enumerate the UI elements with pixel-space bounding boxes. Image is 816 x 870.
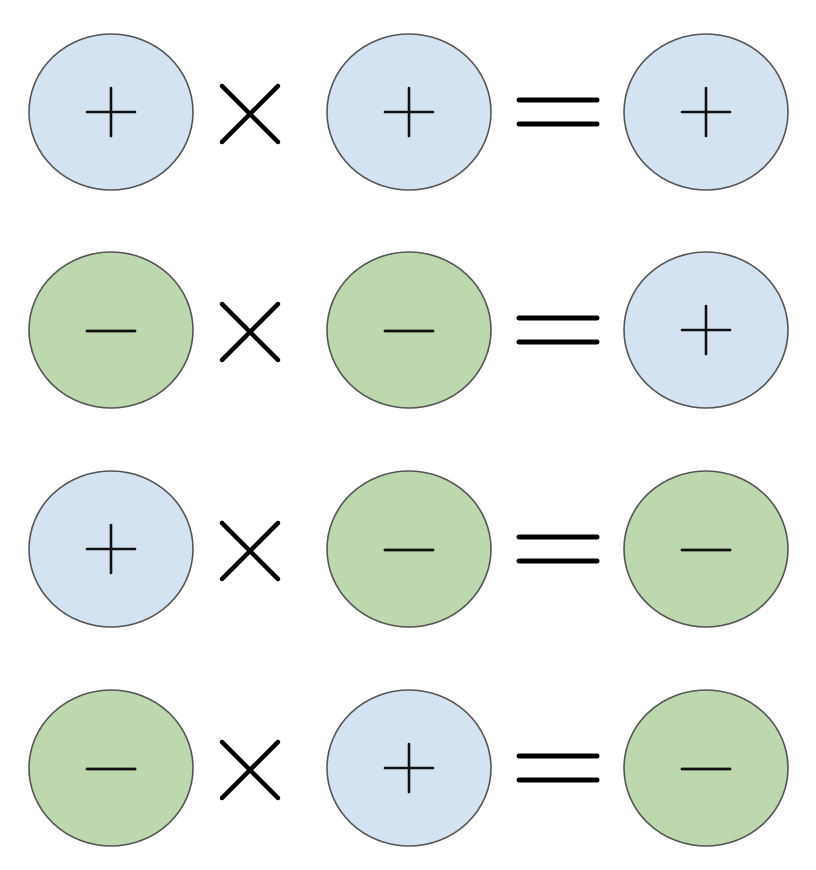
equals-icon xyxy=(516,753,600,783)
equation-row xyxy=(28,689,789,847)
factor-a xyxy=(28,33,194,191)
factor-a xyxy=(28,470,194,628)
multiply-icon xyxy=(219,739,281,801)
factor-b xyxy=(326,689,492,847)
product-result xyxy=(623,689,789,847)
equals-icon xyxy=(516,534,600,564)
product-result xyxy=(623,33,789,191)
multiply-icon xyxy=(219,301,281,363)
plus-icon xyxy=(85,86,137,138)
factor-a xyxy=(28,251,194,409)
plus-icon xyxy=(383,742,435,794)
multiply-stroke xyxy=(219,301,281,363)
multiply-icon xyxy=(219,83,281,145)
equation-row xyxy=(28,470,789,628)
factor-b xyxy=(326,251,492,409)
equals-icon xyxy=(516,97,600,127)
multiply-stroke xyxy=(219,83,281,145)
factor-b xyxy=(326,33,492,191)
plus-icon xyxy=(680,86,732,138)
multiply-stroke xyxy=(219,520,281,582)
plus-icon xyxy=(680,304,732,356)
plus-icon xyxy=(85,523,137,575)
factor-a xyxy=(28,689,194,847)
multiply-icon xyxy=(219,520,281,582)
product-result xyxy=(623,251,789,409)
product-result xyxy=(623,470,789,628)
equation-row xyxy=(28,251,789,409)
multiply-stroke xyxy=(219,739,281,801)
equation-row xyxy=(28,33,789,191)
plus-icon xyxy=(383,86,435,138)
factor-b xyxy=(326,470,492,628)
equals-icon xyxy=(516,315,600,345)
